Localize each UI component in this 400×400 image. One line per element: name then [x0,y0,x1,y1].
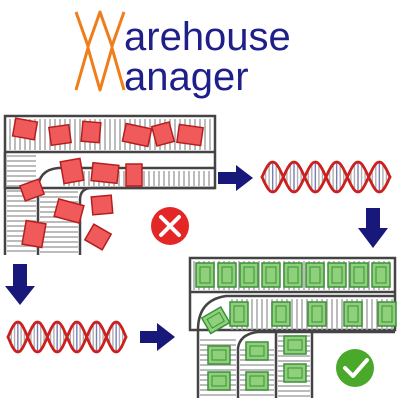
green-box [217,262,237,288]
red-box [11,117,39,141]
green-box [207,345,231,365]
green-box [245,341,269,361]
red-box [150,121,176,147]
green-box [371,262,391,288]
red-box [80,120,102,144]
red-box [59,157,85,185]
logo-monogram [74,10,126,92]
check-circle-icon [336,349,374,387]
arrow-icon [218,165,253,191]
green-box [283,335,307,355]
strand [260,160,392,194]
green-box [239,262,259,288]
red-box [90,194,114,216]
arrow-icon [5,264,35,305]
green-box [283,262,303,288]
green-box [200,305,231,335]
dna-helix-icon [260,160,392,194]
red-box [53,198,85,224]
green-box [207,371,231,391]
green-box [283,363,307,383]
arrow-icon [140,323,175,351]
red-box [125,163,143,187]
green-box [377,301,397,327]
red-box [121,122,153,148]
green-box [271,301,291,327]
dna-helix-icon [6,320,128,354]
green-box [195,262,215,288]
green-box [307,301,327,327]
title-line1: arehouse [124,15,291,59]
red-box [47,123,73,147]
arrow-icon [358,208,388,248]
conveyor-organized [188,256,397,398]
red-box [90,161,120,185]
green-box [261,262,281,288]
green-box [305,262,325,288]
green-box [229,301,249,327]
strand [6,320,128,354]
title-line2: anager [124,55,249,99]
red-box [18,178,46,202]
green-box [327,262,347,288]
green-box [245,371,269,391]
red-box [21,219,47,249]
x-circle-icon [151,207,189,245]
green-box [349,262,369,288]
red-box [176,123,204,147]
conveyor-chaotic [3,114,217,255]
red-box [83,223,113,251]
green-box [343,301,363,327]
